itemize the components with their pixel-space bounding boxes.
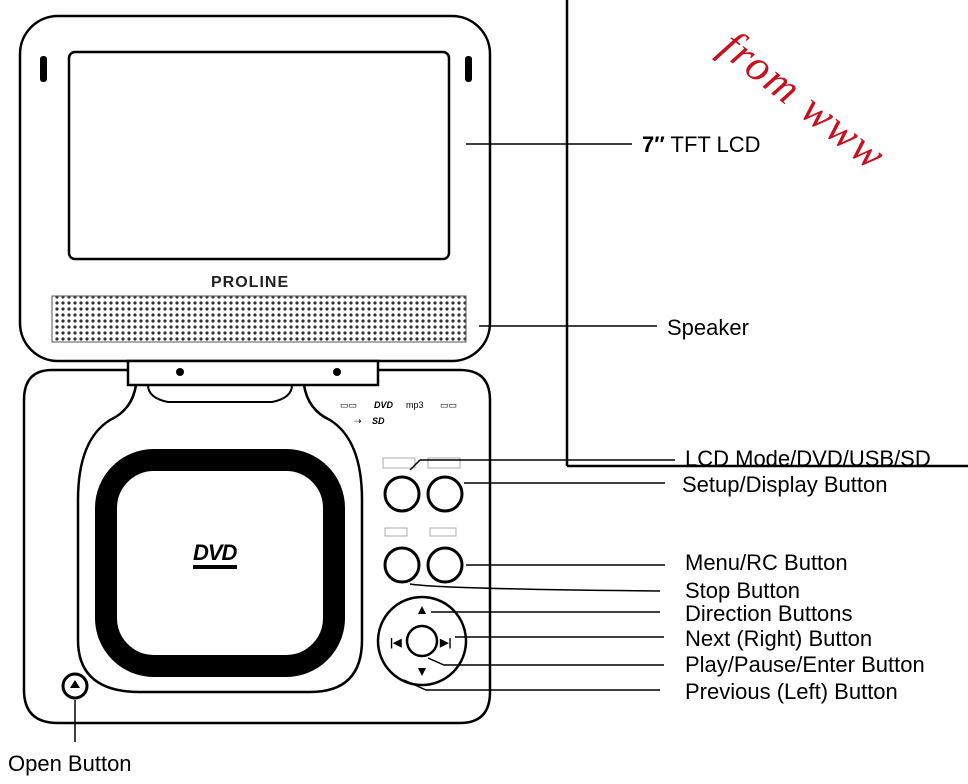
disc-window bbox=[95, 449, 345, 677]
device-base bbox=[22, 368, 492, 725]
callout-frame bbox=[565, 0, 968, 468]
label-lcd-mode: LCD Mode/DVD/USB/SD bbox=[685, 446, 931, 471]
label-setup-display: Setup/Display Button bbox=[682, 472, 888, 497]
svg-text:SD: SD bbox=[372, 416, 385, 426]
label-lcd: 7″ TFT LCD bbox=[642, 133, 761, 157]
right-hinge-slot bbox=[465, 56, 472, 82]
setup-display-button bbox=[426, 475, 464, 513]
disc-lid bbox=[76, 384, 364, 694]
label-lcd-size: 7″ bbox=[642, 132, 665, 157]
label-direction: Direction Buttons bbox=[685, 601, 853, 626]
label-speaker: Speaker bbox=[667, 315, 749, 340]
svg-text:|◀: |◀ bbox=[390, 637, 402, 649]
left-hinge-slot bbox=[40, 56, 47, 82]
svg-text:mp3: mp3 bbox=[406, 400, 424, 410]
label-next: Next (Right) Button bbox=[685, 626, 873, 651]
svg-text:⇢: ⇢ bbox=[354, 416, 362, 426]
label-lcd-type: TFT LCD bbox=[670, 132, 761, 157]
svg-text:DVD: DVD bbox=[374, 400, 394, 410]
svg-text:▭▭: ▭▭ bbox=[440, 400, 457, 410]
stop-button bbox=[383, 546, 421, 584]
screen-lid bbox=[18, 14, 492, 363]
svg-text:▶|: ▶| bbox=[439, 637, 452, 649]
speaker-grill bbox=[51, 295, 467, 343]
hinge bbox=[126, 359, 380, 387]
menu-rc-button bbox=[426, 546, 464, 584]
label-play-pause: Play/Pause/Enter Button bbox=[685, 652, 925, 677]
enter-button bbox=[405, 624, 439, 658]
svg-text:▭▭: ▭▭ bbox=[340, 400, 357, 410]
label-previous: Previous (Left) Button bbox=[685, 679, 898, 704]
dvd-disc-logo: DVD bbox=[193, 540, 237, 565]
label-stop: Stop Button bbox=[685, 578, 800, 603]
lcd-mode-button bbox=[383, 475, 421, 513]
leader-lines bbox=[74, 143, 675, 742]
control-buttons: |◀ ▶| bbox=[61, 457, 468, 700]
lcd-screen bbox=[67, 50, 451, 261]
brand-logo: PROLINE bbox=[211, 274, 290, 291]
label-open: Open Button bbox=[8, 751, 132, 776]
label-menu-rc: Menu/RC Button bbox=[685, 550, 848, 575]
media-logos: ▭▭ DVD mp3 ▭▭ ⇢ SD bbox=[340, 400, 457, 426]
